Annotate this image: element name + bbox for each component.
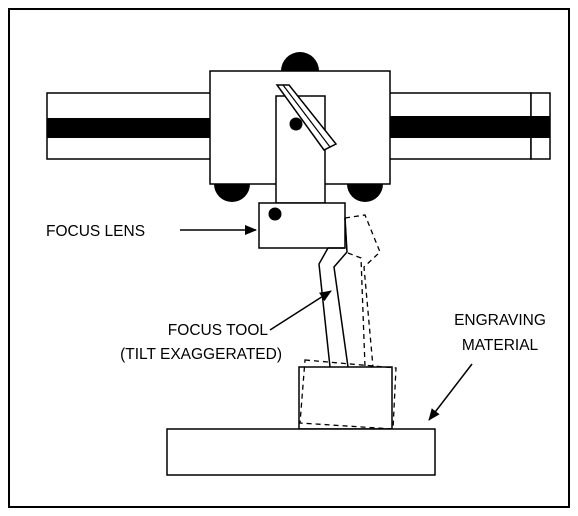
material-label: MATERIAL — [462, 337, 539, 354]
focus-tool — [318, 217, 349, 368]
focus-tool-tilt-label: (TILT EXAGGERATED) — [120, 346, 282, 363]
focus-lens-dot — [268, 207, 282, 221]
mirror-mount — [275, 84, 338, 151]
diagram-frame — [8, 8, 570, 508]
focus-tool-label: FOCUS TOOL — [168, 322, 269, 339]
focus-lens-label: FOCUS LENS — [46, 223, 145, 240]
carriage-wheels — [214, 52, 383, 202]
focus-tool-tilt-outline — [344, 214, 381, 368]
engraving-label: ENGRAVING — [454, 312, 546, 329]
focus-tool-base — [298, 366, 393, 430]
focus-tool-arrow — [269, 290, 332, 331]
engraving-material — [166, 428, 436, 476]
engraving-material-arrow — [428, 363, 473, 421]
